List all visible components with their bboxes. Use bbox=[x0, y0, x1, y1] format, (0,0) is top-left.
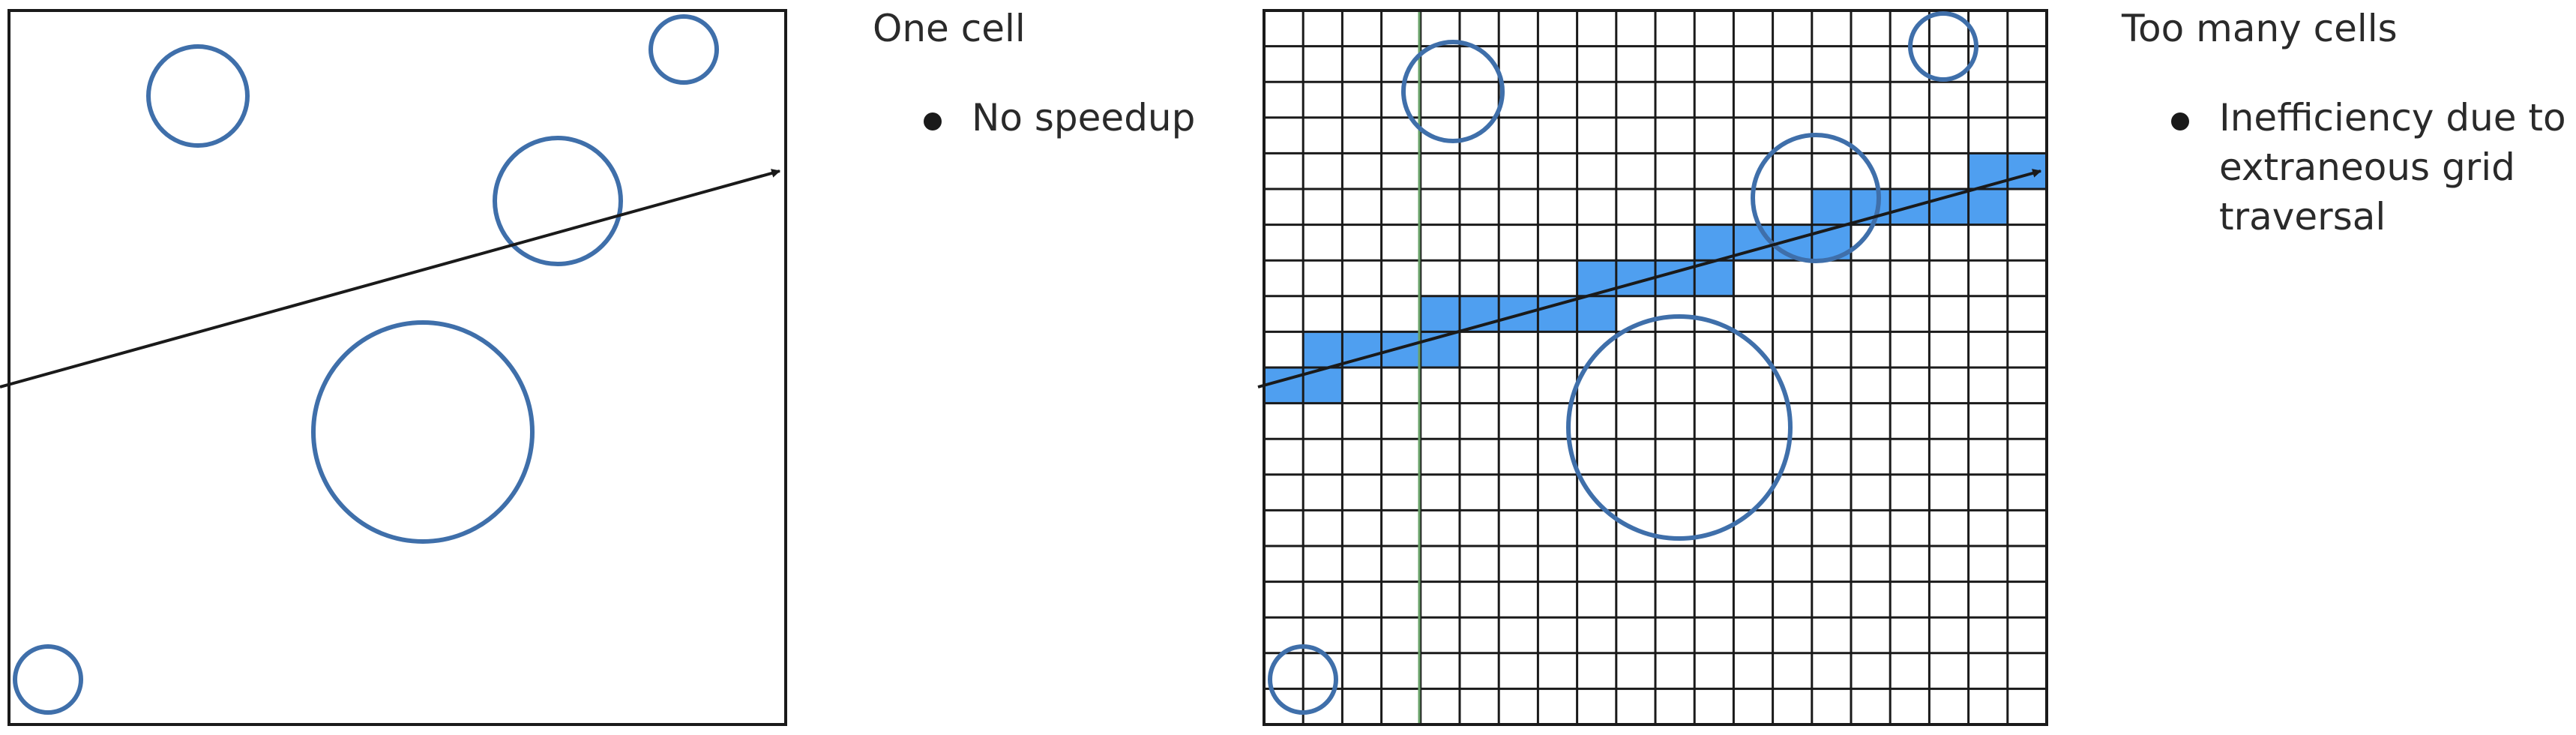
too-many-cells-panel bbox=[1257, 9, 2048, 726]
traversed-cells bbox=[1264, 153, 2047, 404]
scene-object-circle bbox=[1751, 133, 1881, 263]
traversed-cell bbox=[1303, 332, 1343, 368]
scene-object-circle bbox=[1566, 314, 1793, 541]
traversed-cell bbox=[1811, 189, 1851, 225]
grid-lines bbox=[1264, 10, 2047, 724]
scene-object-circle bbox=[311, 320, 535, 544]
scene-object-circle bbox=[1908, 11, 1978, 82]
traversed-cell bbox=[1420, 296, 1460, 332]
grid-boundary bbox=[1263, 9, 2048, 726]
scene-object-circle bbox=[493, 136, 623, 266]
bullet-dot-icon bbox=[924, 112, 942, 130]
traversed-cell bbox=[1264, 368, 1304, 404]
traversed-cell bbox=[2007, 153, 2047, 189]
traversed-cell bbox=[1968, 189, 2008, 225]
too-many-cells-bullet: Inefficiency due to extraneous grid trav… bbox=[2171, 93, 2573, 258]
traversed-cell bbox=[1381, 332, 1421, 368]
ray-arrow bbox=[1257, 169, 2042, 388]
too-many-cells-bullet-text: Inefficiency due to extraneous grid trav… bbox=[2219, 96, 2566, 238]
one-cell-bullet-text: No speedup bbox=[972, 96, 1196, 140]
scene-object-circle bbox=[146, 44, 250, 148]
scene-object-circle bbox=[1268, 644, 1338, 715]
traversed-cell bbox=[1694, 224, 1734, 261]
one-cell-heading: One cell bbox=[873, 7, 1026, 50]
scene-object-circle bbox=[13, 644, 83, 715]
one-cell-bullet: No speedup bbox=[924, 93, 1328, 146]
single-cell-boundary bbox=[7, 9, 787, 726]
one-cell-panel bbox=[0, 9, 787, 726]
traversed-cell bbox=[1929, 189, 1969, 225]
ray-arrow bbox=[0, 169, 781, 388]
traversed-cell bbox=[1655, 260, 1695, 296]
scene-object-circle bbox=[648, 14, 719, 85]
traversed-cell bbox=[1694, 260, 1734, 296]
bullet-dot-icon bbox=[2171, 112, 2189, 130]
scene-object-circle bbox=[1401, 40, 1505, 143]
traversed-cell bbox=[1968, 153, 2008, 189]
traversed-cell bbox=[1577, 296, 1616, 332]
too-many-cells-heading: Too many cells bbox=[2122, 7, 2398, 50]
